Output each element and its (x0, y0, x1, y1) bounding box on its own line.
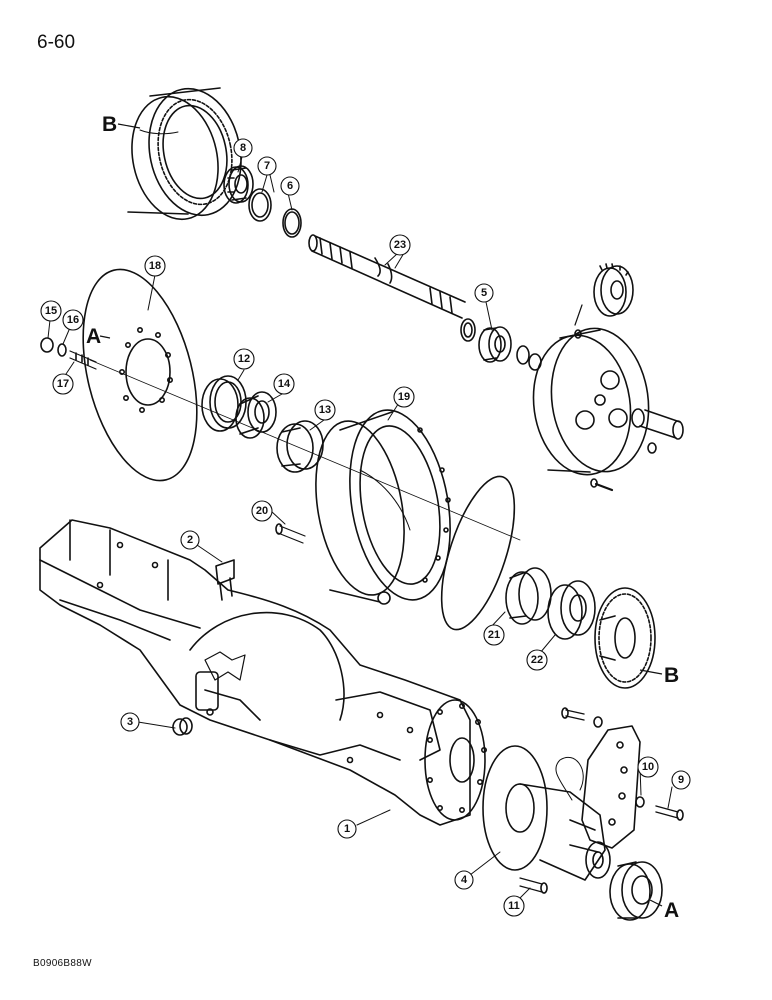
reference-letter-a-bottom: A (664, 899, 679, 922)
bearing-cup-13-part (276, 420, 324, 473)
bolt-11-part (519, 877, 548, 894)
leader-lines (47, 156, 673, 899)
callout-22: 22 (526, 649, 548, 671)
callout-number: 13 (319, 404, 331, 416)
callout-number: 8 (240, 142, 246, 154)
page-number: 6-60 (37, 32, 76, 53)
stud-nut-washer-part (40, 337, 97, 370)
ring-gear-part (127, 87, 242, 221)
callout-6: 6 (280, 176, 300, 196)
callout-number: 2 (187, 534, 193, 546)
callout-number: 20 (256, 505, 268, 517)
callout-12: 12 (233, 348, 255, 370)
callout-9: 9 (671, 770, 691, 790)
callout-number: 21 (488, 629, 500, 641)
callout-5: 5 (474, 283, 494, 303)
callout-7: 7 (257, 156, 277, 176)
callout-number: 23 (394, 239, 406, 251)
callout-number: 16 (67, 314, 79, 326)
spur-gear-part (594, 587, 656, 689)
bracket-plate-part (561, 707, 684, 849)
callout-23: 23 (389, 234, 411, 256)
callout-4: 4 (454, 870, 474, 890)
callout-19: 19 (393, 386, 415, 408)
callout-number: 4 (461, 874, 468, 886)
retaining-ring-6-part (282, 208, 302, 238)
callout-number: 22 (531, 654, 543, 666)
cone-bearing-22-part (547, 580, 596, 640)
reference-letter-b-top: B (102, 113, 117, 136)
callout-number: 17 (57, 378, 69, 390)
splined-hub-part (223, 165, 254, 204)
brake-disc-part (82, 268, 198, 482)
wheel-hub-part (315, 409, 451, 605)
callout-number: 14 (278, 378, 291, 390)
callout-16: 16 (62, 309, 84, 331)
drawing-reference-code: B0906B88W (33, 958, 92, 969)
callout-20: 20 (251, 500, 273, 522)
callout-8: 8 (233, 138, 253, 158)
washer-5-part (460, 318, 476, 342)
cone-bearing-14-part (235, 391, 277, 439)
callout-11: 11 (503, 895, 525, 917)
callout-3: 3 (120, 712, 140, 732)
axle-shaft-part (308, 234, 466, 319)
callout-number: 18 (149, 260, 161, 272)
spindle-part (482, 745, 611, 881)
breather-part (215, 559, 235, 601)
callout-2: 2 (180, 530, 200, 550)
callout-17: 17 (52, 373, 74, 395)
callout-18: 18 (144, 255, 166, 277)
callout-21: 21 (483, 624, 505, 646)
bearing-cup-21-part (505, 567, 552, 625)
callout-number: 15 (45, 305, 57, 317)
callout-10: 10 (637, 756, 659, 778)
callout-number: 11 (508, 900, 520, 912)
callout-number: 10 (642, 761, 654, 773)
callout-number: 9 (678, 774, 684, 786)
callout-15: 15 (40, 300, 62, 322)
seal-cap-part (609, 861, 663, 921)
callout-number: 5 (481, 287, 487, 299)
o-ring-part (440, 475, 516, 631)
callout-number: 19 (398, 391, 410, 403)
callout-14: 14 (273, 373, 295, 395)
planetary-carrier-part (532, 263, 684, 492)
callout-number: 3 (127, 716, 133, 728)
callout-number: 6 (287, 180, 293, 192)
axle-housing-part (39, 519, 487, 826)
reference-letter-a-left: A (86, 325, 101, 348)
bolt-20-part (275, 523, 306, 544)
snap-ring-7-part (248, 188, 272, 222)
reference-letter-b-bottom: B (664, 664, 679, 687)
callout-13: 13 (314, 399, 336, 421)
callout-1: 1 (337, 819, 357, 839)
callout-number: 7 (264, 160, 270, 172)
plug-part (172, 717, 193, 736)
splined-coupler-part (478, 326, 512, 363)
bushing-part (516, 345, 542, 371)
callout-number: 12 (238, 353, 250, 365)
callout-number: 1 (344, 823, 350, 835)
